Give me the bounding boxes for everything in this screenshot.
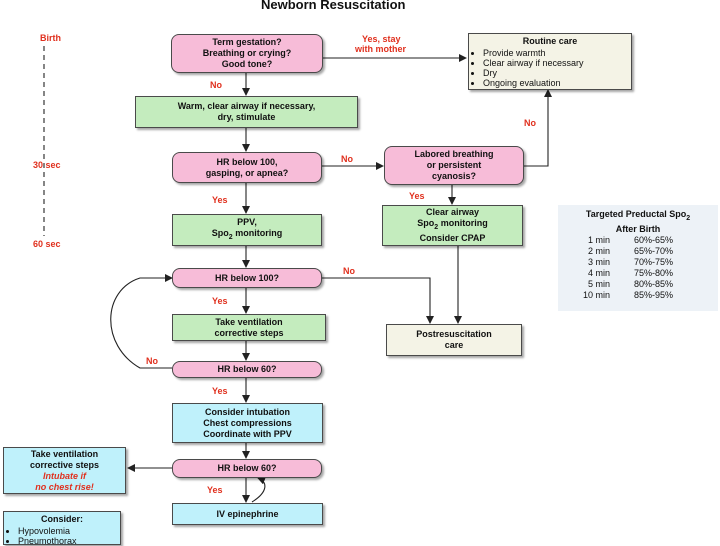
label-no-hr100b: No bbox=[343, 266, 355, 276]
vent-line-2: corrective steps bbox=[214, 327, 284, 338]
routine-title: Routine care bbox=[522, 35, 578, 46]
label-no-hr100a: No bbox=[341, 154, 353, 164]
hr-below-60-box-2: HR below 60? bbox=[172, 459, 322, 478]
clear-line-1: Clear airway bbox=[425, 207, 480, 218]
spo2-range: 65%-70% bbox=[634, 245, 674, 256]
spo2-range: 80%-85% bbox=[634, 278, 674, 289]
label-yes-hr100b: Yes bbox=[212, 296, 228, 306]
ppv-line-2: Spo2 monitoring bbox=[211, 228, 283, 241]
routine-care-box: Routine care Provide warmth Clear airway… bbox=[468, 33, 632, 90]
spo2-time: 4 min bbox=[587, 267, 610, 278]
labored-line-3: cyanosis? bbox=[431, 171, 477, 181]
arrow-loop-hr60a-hr100b bbox=[110, 274, 173, 369]
consider-item: Hypovolemia bbox=[18, 526, 77, 536]
spo2-time: 10 min bbox=[582, 289, 610, 300]
term-line-1: Term gestation? bbox=[212, 37, 282, 47]
consider-title: Consider: bbox=[40, 514, 83, 524]
ppv-box: PPV, Spo2 monitoring bbox=[172, 214, 322, 246]
spo2-table-row: 2 min 65%-70% bbox=[558, 246, 718, 257]
hr-below-100-gasping-box: HR below 100, gasping, or apnea? bbox=[172, 152, 322, 183]
spo2-table-header: Targeted Preductal Spo2 After Birth bbox=[585, 209, 691, 234]
spo2-range: 70%-75% bbox=[634, 256, 674, 267]
term-gestation-box: Term gestation? Breathing or crying? Goo… bbox=[171, 34, 323, 73]
hr60b-line-1: HR below 60? bbox=[217, 463, 277, 473]
label-yes-labored: Yes bbox=[409, 191, 425, 201]
routine-item: Dry bbox=[483, 68, 584, 78]
spo2-time: 3 min bbox=[587, 256, 610, 267]
warm-line-2: dry, stimulate bbox=[217, 112, 276, 122]
consider-item: Pneumothorax bbox=[18, 536, 77, 546]
hr60a-line-1: HR below 60? bbox=[217, 364, 277, 374]
intubation-box: Consider intubation Chest compressions C… bbox=[172, 403, 323, 443]
timeline-30sec: 30 sec bbox=[33, 160, 61, 170]
postresuscitation-box: Postresuscitation care bbox=[386, 324, 522, 356]
term-line-3: Good tone? bbox=[221, 59, 273, 69]
post-line-1: Postresuscitation bbox=[416, 329, 492, 339]
epi-line-1: IV epinephrine bbox=[216, 508, 279, 519]
labored-line-2: or persistent bbox=[426, 160, 482, 170]
arrow-hr100b-post bbox=[322, 277, 434, 324]
hr100a-line-2: gasping, or apnea? bbox=[205, 167, 289, 178]
label-yes-hr60b: Yes bbox=[207, 485, 223, 495]
spo2-time: 1 min bbox=[587, 234, 610, 245]
labored-line-1: Labored breathing bbox=[414, 149, 494, 159]
spo2-time: 5 min bbox=[587, 278, 610, 289]
warm-clear-box: Warm, clear airway if necessary, dry, st… bbox=[135, 96, 358, 128]
warm-line-1: Warm, clear airway if necessary, bbox=[177, 101, 316, 111]
intub-line-1: Consider intubation bbox=[205, 406, 290, 417]
spo2-range: 75%-80% bbox=[634, 267, 674, 278]
spo2-time: 2 min bbox=[587, 245, 610, 256]
routine-item: Ongoing evaluation bbox=[483, 78, 584, 88]
label-no-term: No bbox=[210, 80, 222, 90]
ppv-line-1: PPV, bbox=[237, 217, 257, 228]
spo2-table-row: 5 min 80%-85% bbox=[558, 279, 718, 290]
iv-epinephrine-box: IV epinephrine bbox=[172, 503, 323, 525]
spo2-range: 60%-65% bbox=[634, 234, 674, 245]
intub-line-2: Chest compressions bbox=[203, 417, 292, 428]
spo2-table-row: 3 min 70%-75% bbox=[558, 257, 718, 268]
timeline-60sec: 60 sec bbox=[33, 239, 61, 249]
arrow-labored-routine bbox=[524, 89, 552, 167]
routine-list: Provide warmth Clear airway if necessary… bbox=[469, 48, 584, 88]
take2-line-1: Take ventilation bbox=[30, 448, 99, 459]
clear-line-2: Spo2 monitoring bbox=[417, 218, 488, 231]
label-yes-hr100a: Yes bbox=[212, 195, 228, 205]
spo2-table-row: 10 min 85%-95% bbox=[558, 290, 718, 301]
label-yes-stay-1: Yes, stay bbox=[362, 34, 401, 44]
post-line-2: care bbox=[444, 340, 464, 350]
term-line-2: Breathing or crying? bbox=[202, 48, 292, 58]
clear-airway-box: Clear airway Spo2 monitoring Consider CP… bbox=[382, 205, 523, 246]
intub-line-3: Coordinate with PPV bbox=[203, 428, 292, 439]
vent-line-1: Take ventilation bbox=[215, 316, 283, 327]
ventilation-corrective-box: Take ventilation corrective steps bbox=[172, 314, 326, 341]
routine-item: Clear airway if necessary bbox=[483, 58, 584, 68]
label-yes-hr60a: Yes bbox=[212, 386, 228, 396]
label-no-hr60a: No bbox=[146, 356, 158, 366]
take2-red-line-1: Intubate if bbox=[43, 470, 86, 481]
ventilation-intubate-box: Take ventilation corrective steps Intuba… bbox=[3, 447, 126, 494]
arrow-loop-epi-hr60b bbox=[251, 476, 266, 503]
hr100a-line-1: HR below 100, bbox=[216, 156, 278, 167]
spo2-table-row: 1 min 60%-65% bbox=[558, 235, 718, 246]
page-title: Newborn Resuscitation bbox=[261, 0, 406, 12]
clear-line-3: Consider CPAP bbox=[419, 232, 486, 243]
label-yes-stay-2: with mother bbox=[355, 44, 406, 54]
timeline-birth: Birth bbox=[40, 33, 61, 43]
labored-breathing-box: Labored breathing or persistent cyanosis… bbox=[384, 146, 524, 185]
spo2-target-table: Targeted Preductal Spo2 After Birth 1 mi… bbox=[558, 205, 718, 311]
consider-list: Hypovolemia Pneumothorax bbox=[4, 526, 77, 546]
take2-line-2: corrective steps bbox=[29, 459, 100, 470]
hr-below-60-box: HR below 60? bbox=[172, 361, 322, 378]
label-no-routine: No bbox=[524, 118, 536, 128]
routine-item: Provide warmth bbox=[483, 48, 584, 58]
spo2-table-row: 4 min 75%-80% bbox=[558, 268, 718, 279]
spo2-range: 85%-95% bbox=[634, 289, 674, 300]
hr100b-line-1: HR below 100? bbox=[214, 272, 279, 283]
hr-below-100-box: HR below 100? bbox=[172, 268, 322, 288]
take2-red-line-2: no chest rise! bbox=[35, 481, 94, 492]
